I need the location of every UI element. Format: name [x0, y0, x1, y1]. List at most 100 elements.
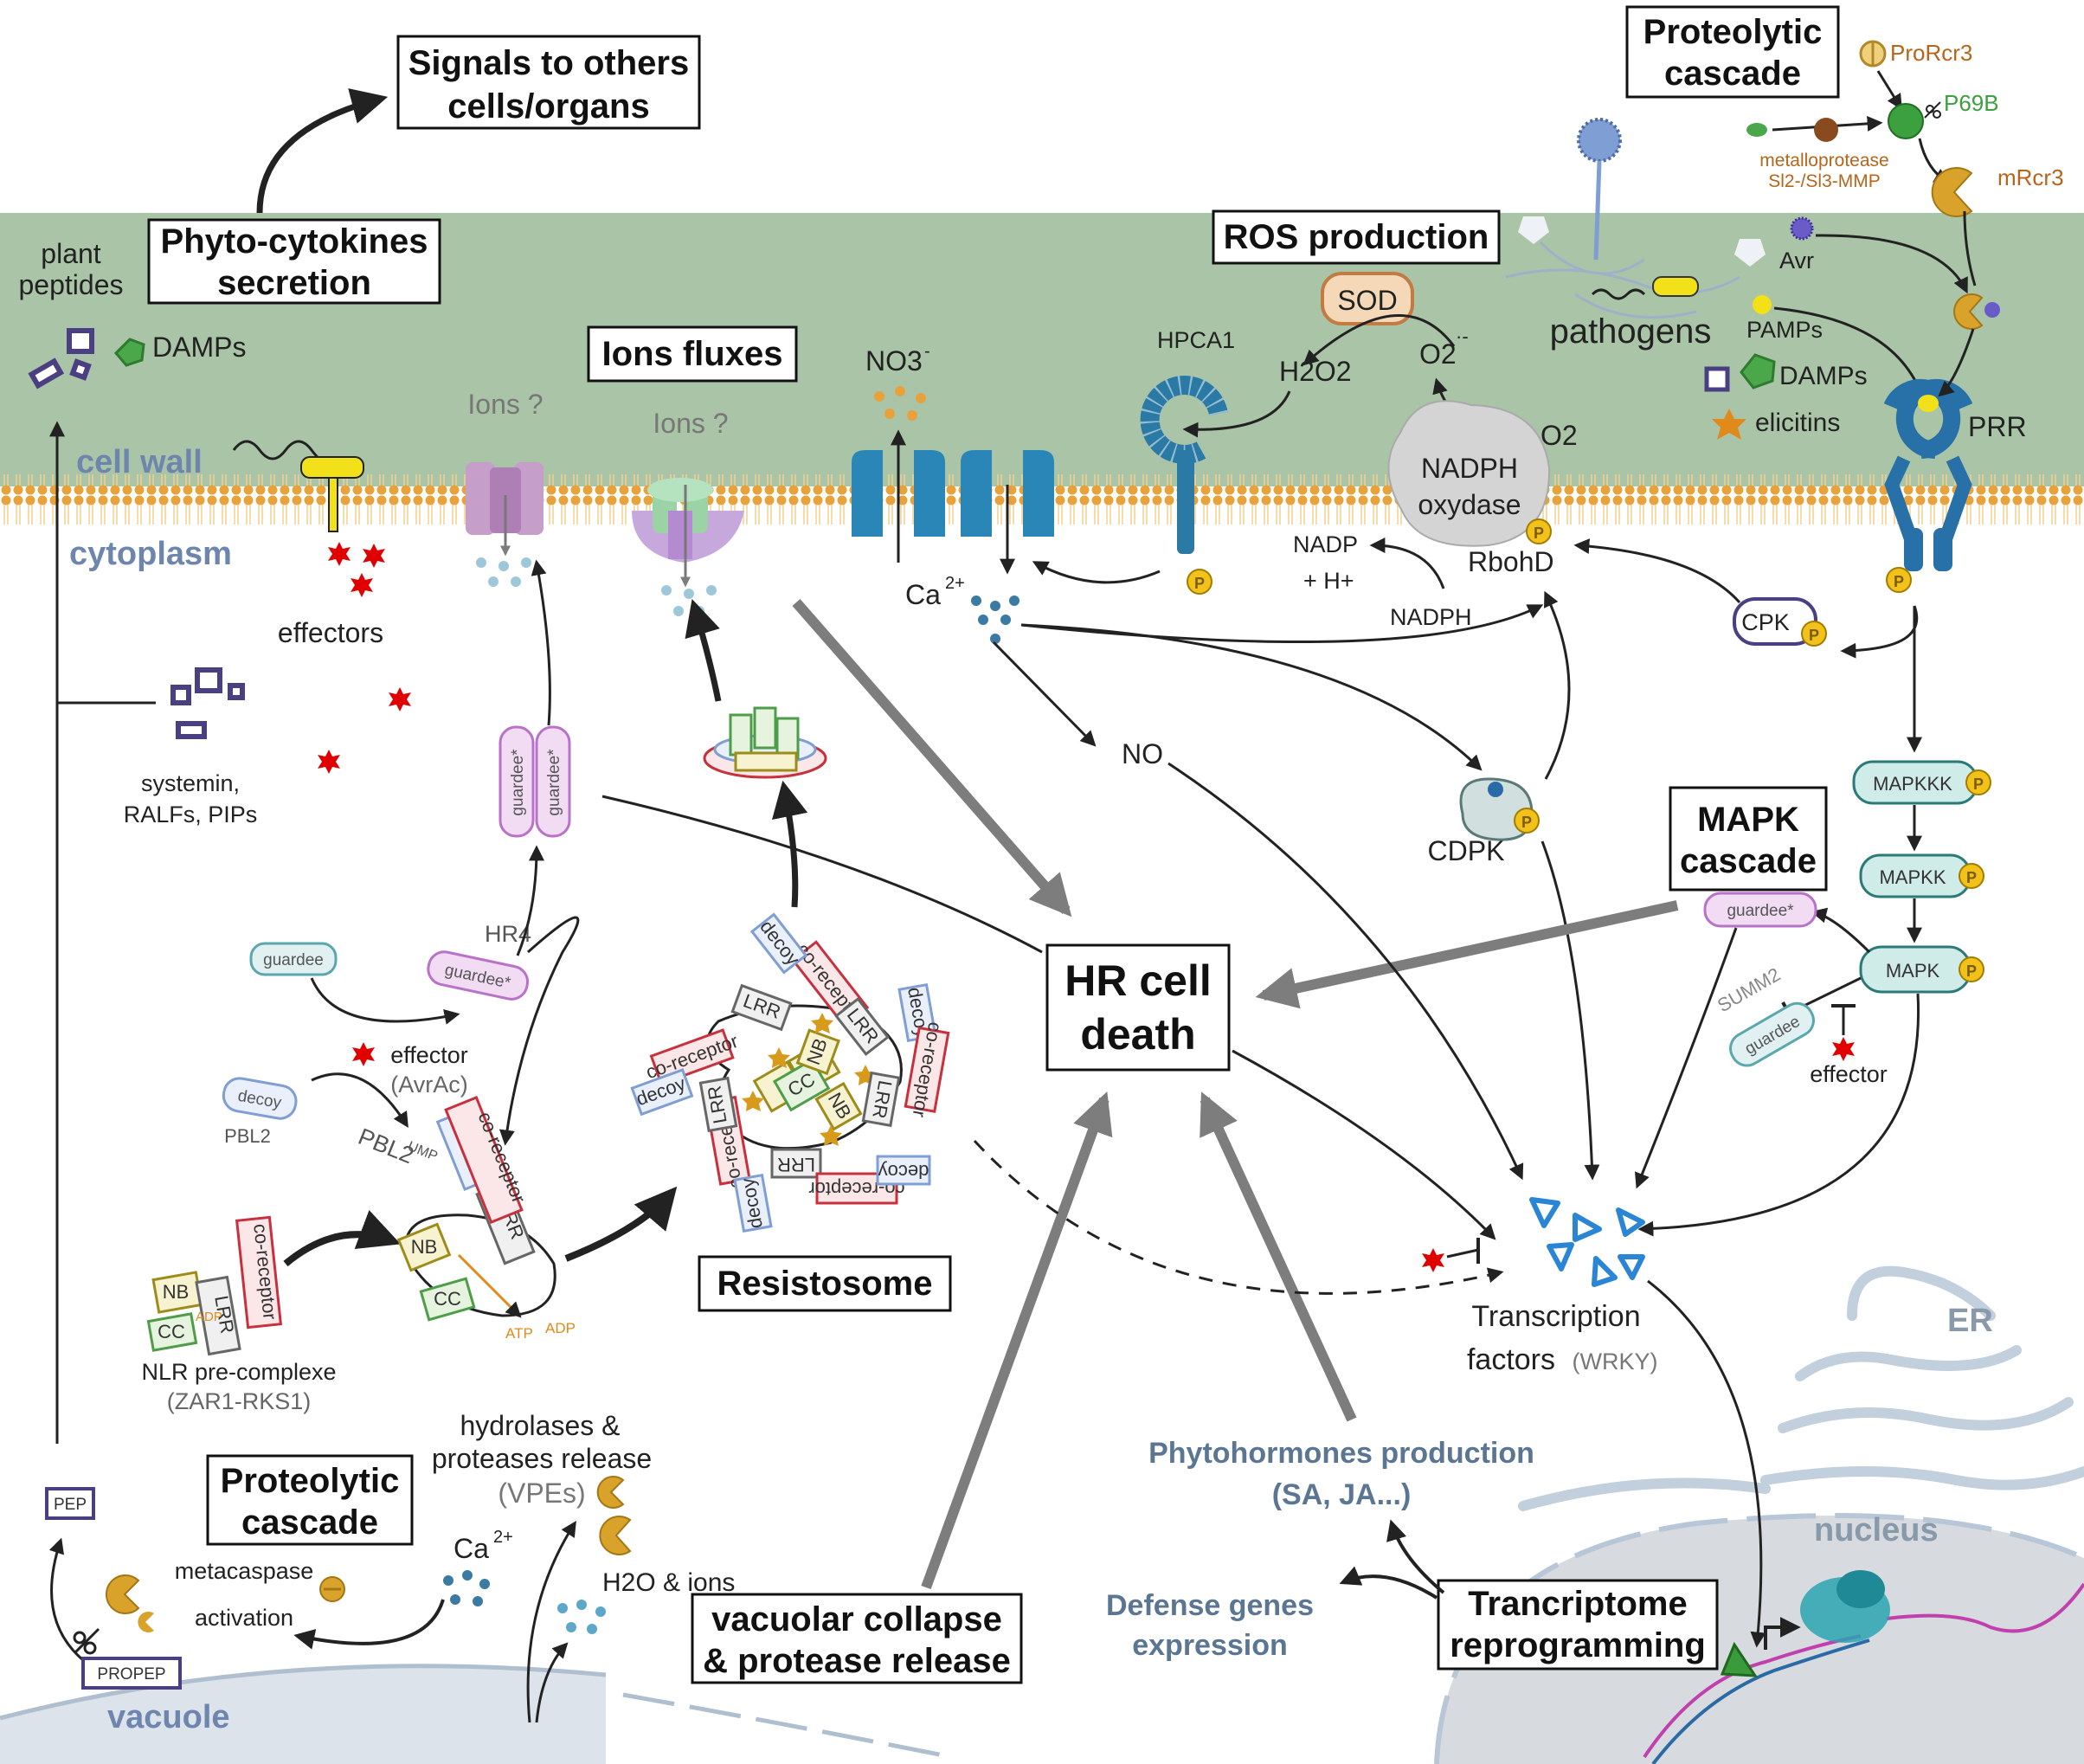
phytohormones-line1: Phytohormones production: [1148, 1437, 1534, 1470]
mapk-cascade-line2: cascade: [1680, 842, 1817, 880]
effector-mapk-label: effector: [1810, 1061, 1888, 1087]
hr4-to-pair-arrow: [516, 845, 544, 956]
proteolytic-bottom-line1: Proteolytic: [221, 1462, 400, 1500]
nlr-precomplex-line1: NLR pre-complexe: [141, 1359, 336, 1385]
effector-sensor: [300, 456, 364, 479]
no-to-tf-arrow: [1167, 762, 1524, 1181]
ca-to-rbohd-arrow: [1020, 604, 1544, 644]
calcium-channel-icon: [961, 450, 1054, 575]
signals-line1: Signals to others: [408, 44, 690, 82]
p69b-precursor-icon: [1746, 123, 1767, 137]
p69b-icon: [1888, 103, 1925, 139]
mapk-to-hr-arrow: [1255, 900, 1679, 1009]
rbohd-label: RbohD: [1468, 546, 1554, 577]
mapk-to-guardee-arrow: [1811, 907, 1871, 954]
ions-fluxes-label: Ions fluxes: [602, 335, 783, 373]
signals-arrow: [256, 88, 389, 214]
mrcr3-label: mRcr3: [1997, 164, 2064, 190]
damps-right-label: DAMPs: [1779, 362, 1868, 390]
tf-to-dna-arrow: [1647, 1279, 1766, 1648]
phytohormones-to-hr-arrow: [1200, 1091, 1357, 1422]
calcium-dots: [971, 596, 1019, 644]
er-label: ER: [1947, 1303, 1993, 1339]
resistosome-box: Resistosome: [698, 1255, 952, 1312]
metacaspase-fragment-icon: [138, 1611, 154, 1632]
nitrate-dots: [874, 386, 926, 421]
metacaspase-label: metacaspase: [175, 1558, 314, 1584]
tf-line1: Transcription: [1471, 1300, 1640, 1333]
water-ion-dots: [557, 1600, 606, 1634]
effectors-label: effectors: [278, 617, 383, 648]
ca-to-metacaspase-arrow: [293, 1599, 445, 1650]
ion-dots-2: [661, 585, 717, 616]
hpca1-phospho: P: [1194, 575, 1205, 592]
proteolytic-top-line2: cascade: [1664, 55, 1801, 93]
ca-bottom-label: Ca: [453, 1533, 489, 1564]
elicitins-icon: [1712, 409, 1746, 440]
propep-label: PROPEP: [97, 1665, 165, 1684]
vacuole-label: vacuole: [107, 1699, 230, 1735]
ca-to-no-arrow: [992, 641, 1097, 747]
guardee-plain-label: guardee: [263, 951, 324, 969]
scissors-icon: [1924, 101, 1941, 119]
cpk-label: CPK: [1741, 609, 1790, 635]
guardee-pair-icon: guardee* guardee*: [498, 725, 571, 838]
avr-to-mrcr3-arrow: [1815, 234, 1968, 294]
rbohd-phospho-icon: [1526, 518, 1552, 544]
cell-wall-label: cell wall: [76, 444, 203, 480]
cpk-phospho: P: [1809, 627, 1819, 644]
no-label: NO: [1122, 738, 1163, 769]
transcriptome-line2: reprogramming: [1450, 1626, 1706, 1664]
ion-channel-icon: [632, 478, 744, 588]
hpca1-to-ca-arrow: [1032, 561, 1161, 584]
nlr-nb-label: NB: [163, 1281, 190, 1303]
resistosome-label: Resistosome: [717, 1265, 933, 1303]
prorcr3-icon: [1859, 40, 1887, 68]
mapkkk-icon: P: [1852, 760, 1991, 805]
pbl2-to-pbl2ump-arrow: [311, 1072, 408, 1129]
metalloprotease-line2: Sl2-/Sl3-MMP: [1768, 171, 1881, 191]
metalloprotease-line1: metalloprotease: [1759, 151, 1888, 171]
mapkk-phospho: P: [1966, 869, 1977, 886]
avr-label: Avr: [1779, 248, 1814, 274]
hr-line1: HR cell: [1065, 956, 1212, 1005]
guardee-mapk-label: guardee*: [1727, 902, 1794, 920]
hpca1-receptor-icon: P: [1140, 376, 1228, 595]
systemin-icon: [170, 667, 245, 739]
act-cc-label: CC: [434, 1288, 461, 1310]
res-lrr-5: LRR: [777, 1154, 815, 1175]
elicitins-label: elicitins: [1755, 409, 1840, 437]
signals-line2: cells/organs: [447, 87, 649, 126]
sod-reaction-arrow: [1302, 314, 1456, 366]
o2-radical-label: O2: [1419, 338, 1457, 370]
prorcr3-arrow: [1876, 70, 1902, 111]
damps-square-icon: [1704, 366, 1730, 392]
pep-label: PEP: [54, 1496, 87, 1514]
complex-to-resistosome-arrow: [564, 1186, 678, 1262]
mapkk-label: MAPKK: [1879, 866, 1946, 888]
rna-polymerase-icon: [1800, 1570, 1890, 1643]
ion-channel-icon: [466, 462, 544, 557]
prr-phospho: P: [1894, 573, 1904, 590]
no3-label: NO3: [865, 345, 923, 377]
activated-nlr-complex-icon: NB CC LRR decoy co-receptor ATP ADP: [396, 1096, 576, 1342]
guardee-to-hr4-arrow: [310, 977, 460, 1025]
prorcr3-label: ProRcr3: [1890, 40, 1972, 66]
effector-avrac-icon: [352, 1042, 375, 1066]
vacuole-release-arrow-1: [526, 1520, 576, 1723]
damps-right-icon: [1740, 353, 1776, 389]
o2-label: O2: [1540, 420, 1578, 451]
activation-label: activation: [195, 1605, 293, 1631]
mapk-cascade-line1: MAPK: [1697, 801, 1799, 839]
mapk-icon: P: [1859, 945, 1984, 994]
sod-icon: [1321, 272, 1414, 325]
ros-production-label: ROS production: [1224, 218, 1489, 256]
effector-avrac-line1: effector: [390, 1042, 468, 1068]
scissors-icon: [73, 1627, 100, 1655]
systemin-line2: RALFs, PIPs: [124, 802, 258, 827]
hr4-to-complex-arrow: [498, 916, 580, 1146]
nlr-cc-label: CC: [158, 1321, 185, 1342]
phytohormones-line2: (SA, JA...): [1272, 1478, 1412, 1511]
nucleus-label: nucleus: [1814, 1512, 1939, 1548]
nadph-label: NADPH: [1390, 604, 1472, 630]
